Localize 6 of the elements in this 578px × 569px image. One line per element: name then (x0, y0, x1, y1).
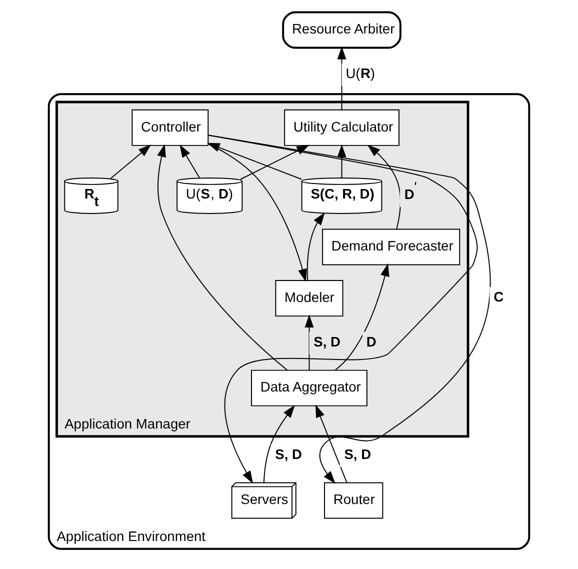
edge-label: C (494, 289, 504, 304)
edge-label: S, D (314, 334, 340, 350)
edge-label: S, D (344, 446, 372, 462)
edge-label: D (366, 334, 376, 350)
edge-label: S, D (275, 446, 302, 462)
edge-label: U(R) (346, 66, 375, 82)
